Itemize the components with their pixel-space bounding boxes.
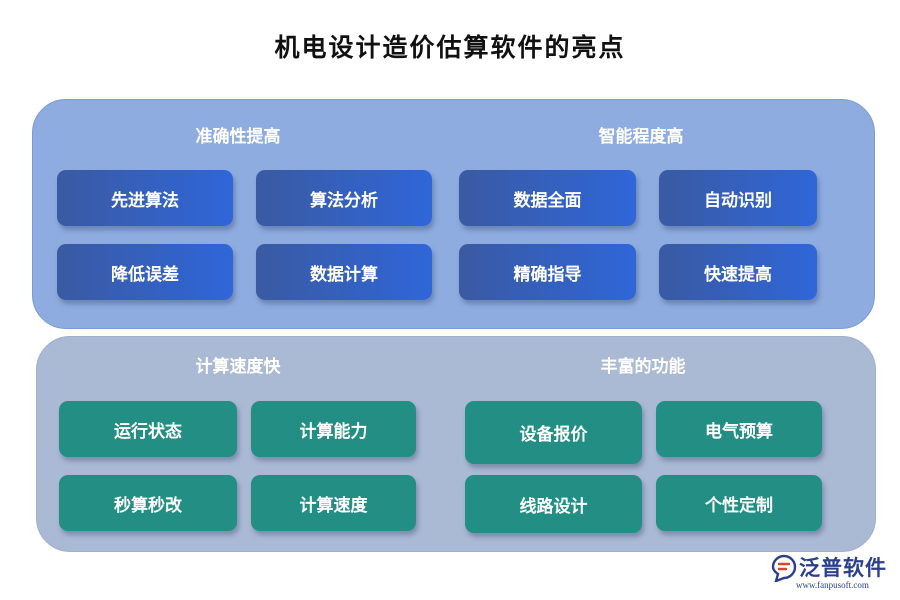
brand-logo: 泛普软件 www.fanpusoft.com	[770, 552, 895, 596]
feature-button-fast-improvement[interactable]: 快速提高	[659, 244, 817, 300]
section-title-speed: 计算速度快	[195, 357, 281, 377]
feature-button-custom-design[interactable]: 个性定制	[656, 475, 822, 531]
feature-button-comprehensive-data[interactable]: 数据全面	[459, 170, 636, 226]
feature-button-data-calculation[interactable]: 数据计算	[256, 244, 432, 300]
page-title: 机电设计造价估算软件的亮点	[274, 33, 626, 62]
feature-button-computing-power[interactable]: 计算能力	[251, 401, 416, 457]
section-title-features: 丰富的功能	[600, 357, 686, 377]
brand-url: www.fanpusoft.com	[796, 580, 869, 590]
brand-name: 泛普软件	[799, 556, 887, 580]
feature-button-advanced-algorithm[interactable]: 先进算法	[57, 170, 233, 226]
section-title-intelligence: 智能程度高	[598, 127, 684, 147]
fanpu-logo-icon	[771, 554, 797, 582]
section-title-accuracy: 准确性提高	[195, 127, 281, 147]
feature-button-electrical-budget[interactable]: 电气预算	[656, 401, 822, 457]
feature-button-reduce-error[interactable]: 降低误差	[57, 244, 233, 300]
feature-button-auto-recognition[interactable]: 自动识别	[659, 170, 817, 226]
feature-button-equipment-quote[interactable]: 设备报价	[465, 401, 642, 464]
feature-button-precise-guidance[interactable]: 精确指导	[459, 244, 636, 300]
feature-button-algorithm-analysis[interactable]: 算法分析	[256, 170, 432, 226]
feature-button-running-status[interactable]: 运行状态	[59, 401, 237, 457]
feature-button-instant-calc[interactable]: 秒算秒改	[59, 475, 237, 531]
feature-button-line-design[interactable]: 线路设计	[465, 475, 642, 533]
feature-button-calc-speed[interactable]: 计算速度	[251, 475, 416, 531]
